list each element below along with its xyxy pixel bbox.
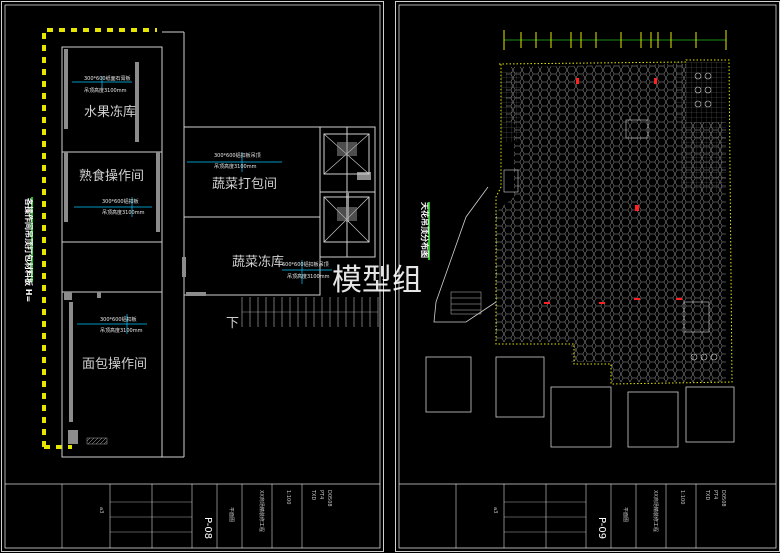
drawing-sheet-right: 天花吊顶分布图 P-09 a3 平面图 XX商场精装修工程 1:100 TXD … — [395, 1, 780, 552]
note-5a: 300*600铝扣板 — [100, 316, 137, 323]
note-4b: 吊顶高度3100mm — [287, 273, 330, 280]
ceiling-notes: 300*600纸面石膏板 吊顶高度3100mm 300*600铝扣板吊顶 吊顶高… — [72, 75, 332, 334]
side-note-left: 各操作间吊顶打包材料板 H= — [24, 197, 34, 302]
elevator-shafts — [323, 133, 370, 243]
tb-row1-left: TXD — [310, 489, 316, 500]
sheet-number-left: P-08 — [202, 517, 213, 539]
tb-row3-right: D0508 — [720, 490, 726, 507]
drawing-title-right: 平面图 — [622, 507, 628, 522]
drawing-sheet-left: 水果冻库 熟食操作间 蔬菜打包间 蔬菜冻库 面包操作间 下 300*600纸面石… — [1, 1, 384, 552]
note-1b: 吊顶高度3100mm — [84, 87, 127, 94]
side-note-right-text: 天花吊顶分布图 — [420, 202, 430, 258]
fixtures — [503, 72, 718, 361]
title-block-right: P-09 a3 平面图 XX商场精装修工程 1:100 TXD PT4 D050… — [399, 483, 776, 548]
room-bread: 面包操作间 — [82, 356, 147, 372]
scale-left: 1:100 — [285, 490, 291, 504]
left-floor-plan: 水果冻库 熟食操作间 蔬菜打包间 蔬菜冻库 面包操作间 下 300*600纸面石… — [4, 4, 381, 549]
note-3b: 吊顶高度3100mm — [102, 209, 145, 216]
tb-row3-left: D0508 — [326, 490, 332, 507]
title-block-left: P-08 a3 平面图 XX商场精装修工程 1:100 TXD PT4 D050… — [5, 483, 380, 548]
note-4a: 600*600铝扣板吊顶 — [282, 261, 329, 268]
hex-ceiling-area — [496, 64, 726, 382]
grid-ceiling-2 — [676, 62, 726, 122]
note-5b: 吊顶高度3100mm — [100, 327, 143, 334]
tb-row2-left: PT4 — [318, 490, 324, 499]
stairs — [241, 297, 379, 327]
door-hatch — [86, 437, 108, 445]
tb-row2-right: PT4 — [712, 490, 718, 499]
side-note-right: 天花吊顶分布图 — [420, 202, 430, 260]
yellow-boundary — [42, 28, 157, 449]
note-2a: 300*600铝扣板吊顶 — [214, 152, 261, 159]
yellow-dotted-boundary — [495, 59, 733, 385]
wall-blocks — [64, 49, 371, 444]
sheet-number-right: P-09 — [596, 517, 607, 539]
note-1a: 300*600纸面石膏板 — [84, 75, 131, 82]
project-left: XX商场精装修工程 — [258, 490, 265, 532]
room-fruit-freezer: 水果冻库 — [84, 104, 136, 120]
tb-row1-right: TXD — [704, 489, 710, 500]
note-2b: 吊顶高度3100mm — [214, 163, 257, 170]
page-code-right: a3 — [492, 507, 498, 513]
room-vegetable-freezer: 蔬菜冻库 — [232, 254, 284, 270]
scale-right: 1:100 — [679, 490, 685, 504]
room-cooked-food: 熟食操作间 — [79, 168, 144, 184]
building-outline — [425, 186, 735, 448]
grid-ceiling-3 — [681, 122, 726, 192]
right-ceiling-plan: 天花吊顶分布图 P-09 a3 平面图 XX商场精装修工程 1:100 TXD … — [398, 4, 777, 549]
walls — [61, 31, 376, 458]
project-right: XX商场精装修工程 — [652, 490, 659, 532]
grid-ceiling-1 — [501, 72, 521, 142]
room-vegetable-packing: 蔬菜打包间 — [212, 177, 277, 192]
drawing-title-left: 平面图 — [228, 507, 234, 522]
dimension-line — [503, 30, 727, 50]
stair-down-label: 下 — [226, 316, 239, 331]
red-markers — [544, 78, 682, 304]
page-code-left: a3 — [98, 507, 104, 513]
stair-hatch — [450, 291, 482, 315]
side-note-text: 各操作间吊顶打包材料板 H= — [24, 197, 34, 302]
note-3a: 300*600铝扣板 — [102, 198, 139, 205]
